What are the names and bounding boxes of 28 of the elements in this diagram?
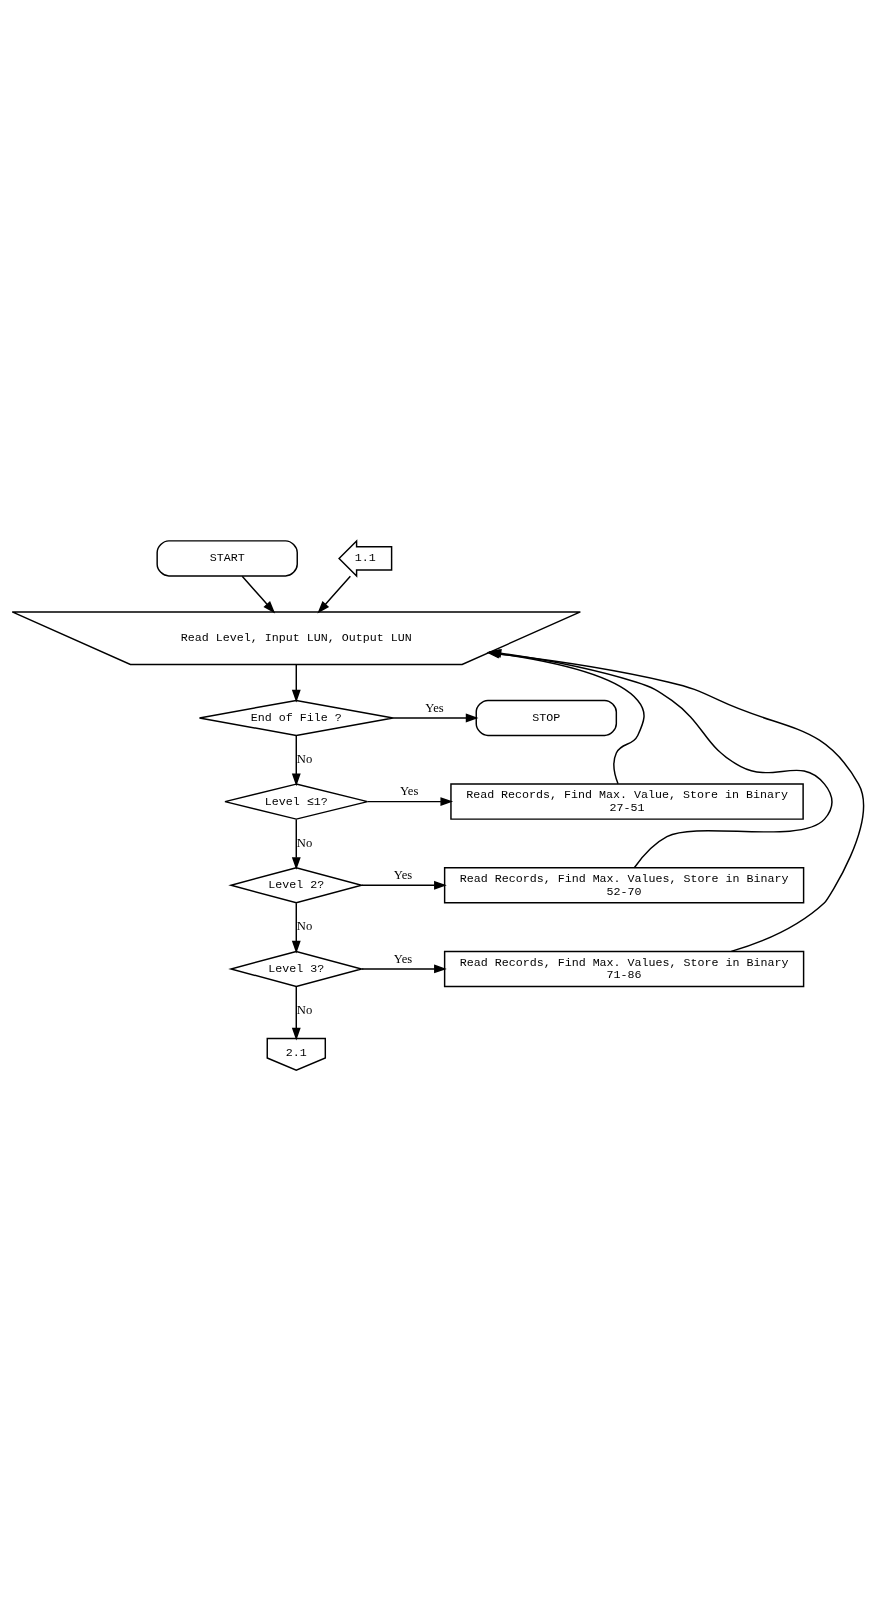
edge-label: No: [296, 919, 313, 934]
arrow: [317, 575, 352, 614]
edge-label: No: [296, 1003, 313, 1018]
node-box: Read Records, Find Max. Values, Store in Binary 52-70: [443, 867, 805, 904]
node-box: Read Records, Find Max. Value, Store in Binary 27-51: [450, 783, 804, 820]
arrow: [241, 575, 276, 614]
arrow: [361, 964, 447, 974]
edge-label: Yes: [425, 700, 444, 715]
node-box: STOP: [475, 699, 618, 737]
edge-label: Yes: [393, 951, 413, 966]
arrow: [291, 986, 301, 1041]
arrow: [291, 663, 301, 703]
node-diamond: Level 2?: [228, 867, 365, 904]
edge-label: No: [296, 752, 313, 767]
arrow: [392, 713, 479, 723]
node-diamond: Level 3?: [228, 950, 365, 988]
node-box: Read Records, Find Max. Values, Store in Binary 71-86: [443, 950, 805, 988]
arrow: [366, 797, 454, 807]
arrow: [291, 902, 301, 954]
edge-label: Yes: [399, 784, 419, 799]
edge-label: No: [296, 835, 313, 850]
node-diamond: Level ≤1?: [224, 783, 369, 820]
node-box: START: [156, 540, 298, 577]
arrow: [291, 735, 301, 787]
arrow: [291, 818, 301, 870]
edge-label: Yes: [393, 867, 413, 882]
arrow: [361, 880, 447, 890]
node-diamond: End of File ?: [198, 699, 394, 737]
